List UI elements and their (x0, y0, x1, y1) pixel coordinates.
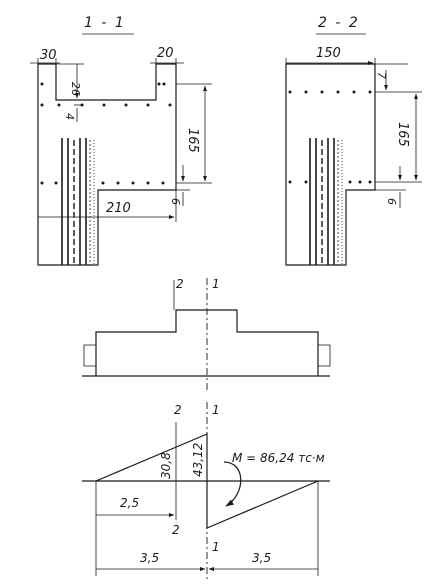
dim-7: 7 (375, 72, 388, 79)
section-2-2-outline (285, 63, 376, 266)
section-1-1-rebar-top (40, 82, 172, 107)
moment-value-right: 43,12 (191, 443, 205, 477)
moment-cut-1-top: 1 (212, 403, 220, 417)
moment-arc-arrow-icon (223, 461, 242, 507)
section-1-1-title: 1 - 1 (84, 15, 126, 31)
dim-20: 20 (157, 46, 174, 61)
dim-165-left: 165 (185, 128, 200, 153)
section-2-2-title: 2 - 2 (318, 15, 360, 31)
section-1-1-rebar-bottom (40, 181, 165, 185)
section-2-2: 2 - 2 (285, 15, 422, 266)
elevation: 2 1 (82, 277, 331, 392)
dim-3-5-right: 3,5 (252, 551, 271, 565)
dim-6-left: 6 (169, 198, 182, 205)
dim-3-5-left: 3,5 (140, 551, 159, 565)
elevation-end-right (318, 344, 331, 367)
section-1-1: 1 - 1 (30, 15, 212, 266)
dim-4: 4 (63, 113, 76, 120)
dim-210: 210 (106, 201, 131, 216)
moment-diagram: 2 1 30,8 43,12 M = 86,24 тс·м 2,5 2 1 3,… (82, 402, 330, 580)
section-1-1-outline (37, 63, 177, 266)
dim-165-right: 165 (395, 122, 410, 147)
moment-label: M = 86,24 тс·м (232, 451, 325, 465)
elevation-cut-2-label: 2 (176, 277, 184, 291)
dim-6-right: 6 (385, 198, 398, 205)
section-2-2-rebar-bottom (288, 180, 372, 184)
moment-cut-2-bottom: 2 (172, 523, 180, 537)
dim-150: 150 (316, 46, 341, 61)
dim-30: 30 (40, 48, 57, 63)
elevation-outline (95, 309, 319, 376)
section-2-2-rebar-top (288, 90, 372, 94)
moment-value-left: 30,8 (159, 452, 173, 479)
moment-diagram-left-triangle (95, 433, 208, 482)
dim-2-5: 2,5 (120, 496, 139, 510)
elevation-cut-1-label: 1 (212, 277, 220, 291)
moment-cut-2-top: 2 (174, 403, 182, 417)
elevation-end-left (83, 344, 96, 367)
dim-26: 26 (69, 82, 82, 96)
section-2-2-column (309, 138, 343, 265)
moment-diagram-right-triangle (206, 480, 319, 529)
section-1-1-column (61, 138, 95, 265)
moment-cut-1-bottom: 1 (212, 540, 220, 554)
